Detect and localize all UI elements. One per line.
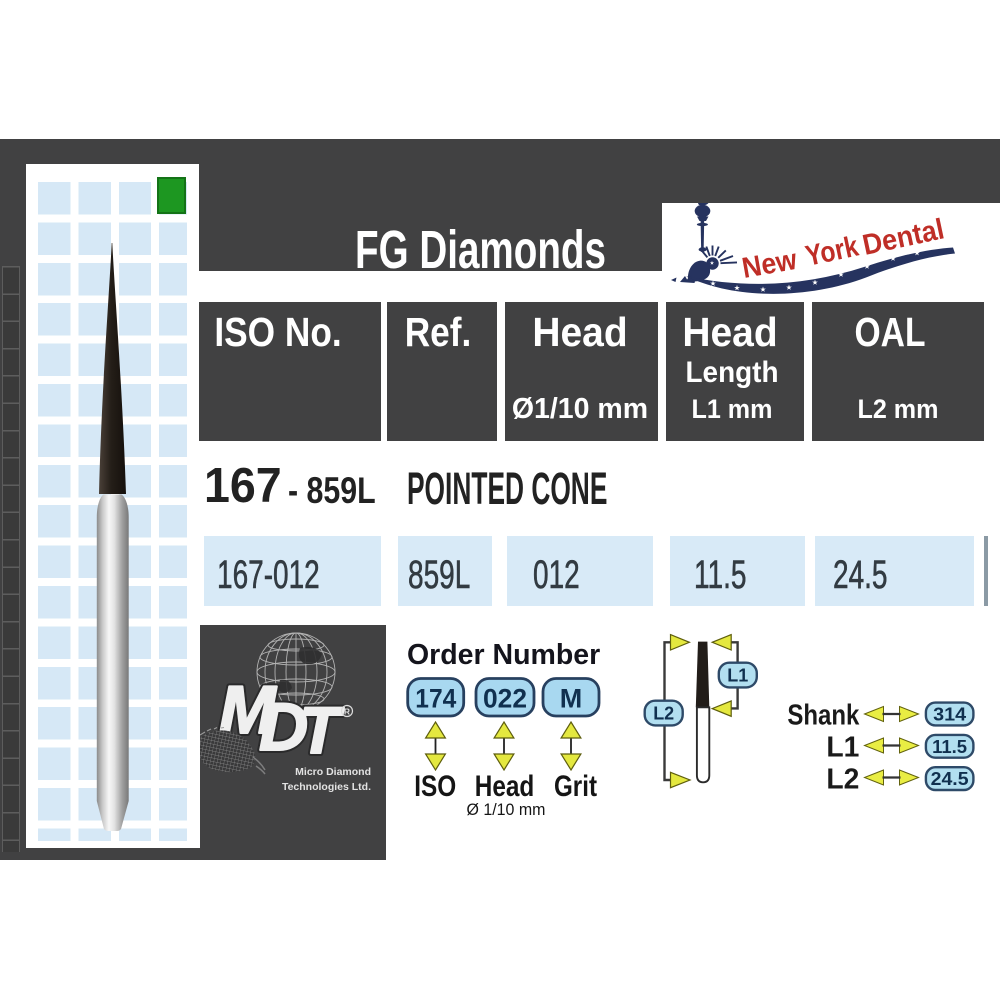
svg-text:ISO: ISO bbox=[414, 770, 456, 803]
svg-text:Shank: Shank bbox=[787, 700, 860, 732]
svg-text:Order Number: Order Number bbox=[407, 639, 600, 671]
svg-text:T: T bbox=[299, 693, 344, 767]
svg-text:24.5: 24.5 bbox=[931, 769, 969, 789]
svg-text:D: D bbox=[259, 689, 308, 765]
svg-text:T: T bbox=[299, 693, 344, 767]
svg-text:L1: L1 bbox=[826, 732, 859, 764]
svg-text:R: R bbox=[344, 707, 350, 717]
svg-text:M: M bbox=[560, 684, 583, 714]
svg-text:L1: L1 bbox=[727, 666, 748, 686]
svg-text:Technologies Ltd.: Technologies Ltd. bbox=[282, 781, 371, 793]
svg-text:L2: L2 bbox=[826, 764, 859, 796]
svg-text:Head: Head bbox=[475, 770, 535, 803]
svg-text:11.5: 11.5 bbox=[932, 737, 967, 757]
svg-text:Grit: Grit bbox=[554, 770, 597, 803]
svg-text:Micro Diamond: Micro Diamond bbox=[295, 766, 371, 778]
svg-text:174: 174 bbox=[415, 684, 456, 714]
svg-text:Ø 1/10 mm: Ø 1/10 mm bbox=[467, 800, 546, 819]
svg-text:D: D bbox=[259, 689, 308, 765]
svg-text:314: 314 bbox=[933, 705, 966, 725]
svg-text:L2: L2 bbox=[653, 704, 674, 724]
svg-text:022: 022 bbox=[483, 684, 527, 714]
